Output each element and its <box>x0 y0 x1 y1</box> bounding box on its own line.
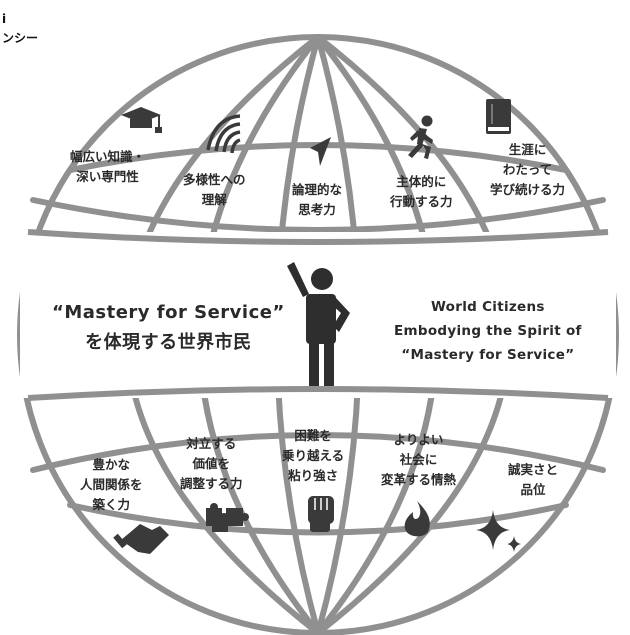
label-line: 学び続ける力 <box>490 182 566 197</box>
graduation-cap-icon <box>121 107 162 133</box>
sector-label-relationships: 豊かな 人間関係を 築く力 <box>80 455 143 515</box>
sector-label-lifelong-learning: 生涯に わたって 学び続ける力 <box>490 140 565 200</box>
label-line: よりよい <box>393 432 444 447</box>
center-line: “Mastery for Service” <box>401 347 575 363</box>
label-line: 変革する情熱 <box>381 472 457 487</box>
label-line: 生涯に <box>508 142 547 157</box>
band-bottom-edge <box>27 386 609 401</box>
rainbow-icon <box>206 114 241 154</box>
label-line: 対立する <box>186 436 237 451</box>
latitude-bottom-upper <box>30 432 606 473</box>
sparkle-icon <box>476 510 521 552</box>
label-line: 困難を <box>294 428 332 443</box>
label-line: 多様性への <box>183 172 246 187</box>
flame-icon <box>404 501 430 537</box>
label-line: 粘り強さ <box>288 468 339 483</box>
sector-label-conflict-resolution: 対立する 価値を 調整する力 <box>180 434 243 494</box>
label-line: 社会に <box>399 452 438 467</box>
label-line: 乗り越える <box>282 448 345 463</box>
label-line: 人間関係を <box>80 477 143 492</box>
label-line: 幅広い知識・ <box>70 149 146 164</box>
label-line: 価値を <box>192 456 231 471</box>
raised-hand-person-icon <box>287 262 350 386</box>
cropped-corner-text: i ンシー <box>2 10 38 48</box>
corner-line: ンシー <box>2 31 39 45</box>
label-line: わたって <box>502 162 553 177</box>
center-line: “Mastery for Service” <box>52 302 285 323</box>
sector-label-diversity: 多様性への 理解 <box>183 170 246 210</box>
cursor-arrow-icon <box>310 137 331 166</box>
center-title-japanese: “Mastery for Service” を体現する世界市民 <box>52 298 285 358</box>
label-line: 深い専門性 <box>76 169 139 184</box>
sector-label-logical-thinking: 論理的な 思考力 <box>292 180 342 220</box>
corner-line: i <box>2 12 7 26</box>
fist-icon <box>308 496 334 532</box>
label-line: 調整する力 <box>180 476 243 491</box>
sector-label-initiative: 主体的に 行動する力 <box>390 172 453 212</box>
sector-label-integrity: 誠実さと 品位 <box>508 460 558 500</box>
label-line: 品位 <box>520 482 546 497</box>
book-icon <box>486 99 511 134</box>
sector-label-passion: よりよい 社会に 変革する情熱 <box>381 430 456 490</box>
label-line: 理解 <box>201 192 227 207</box>
sector-label-knowledge: 幅広い知識・ 深い専門性 <box>70 147 145 187</box>
label-line: 築く力 <box>92 497 131 512</box>
latitude-top-lower <box>30 197 606 233</box>
handshake-icon <box>113 524 169 554</box>
sector-label-perseverance: 困難を 乗り越える 粘り強さ <box>282 426 344 486</box>
center-title-english: World Citizens Embodying the Spirit of “… <box>394 295 582 367</box>
latitude-bottom-lower <box>67 502 569 536</box>
label-line: 誠実さと <box>508 462 559 477</box>
label-line: 豊かな <box>92 457 131 472</box>
label-line: 主体的に <box>396 174 447 189</box>
band-top-edge <box>27 229 609 245</box>
puzzle-icon <box>206 503 249 532</box>
label-line: 論理的な <box>292 182 343 197</box>
center-line: World Citizens <box>430 299 545 315</box>
label-line: 思考力 <box>298 202 336 217</box>
label-line: 行動する力 <box>390 194 453 209</box>
center-band-borders <box>27 229 609 401</box>
center-line: を体現する世界市民 <box>85 332 252 353</box>
center-line: Embodying the Spirit of <box>394 323 582 339</box>
running-person-icon <box>408 115 433 159</box>
